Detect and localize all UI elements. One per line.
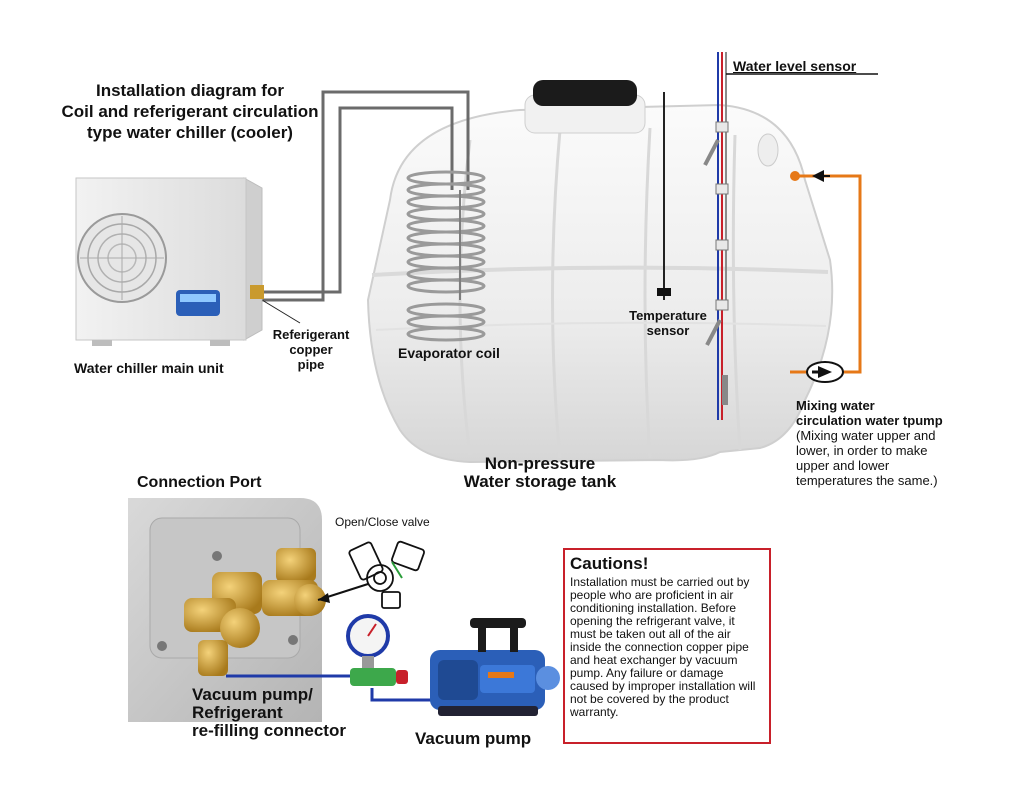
temperature-line-2: sensor [646,323,690,338]
water-level-sensor [703,52,878,420]
water-level-sensor-label: Water level sensor [733,58,857,74]
title-line-2: Coil and referigerant circulation [61,102,319,121]
brass-valves [184,548,326,676]
cautions-box: Cautions! Installation must be carried o… [563,548,771,744]
temperature-sensor [657,92,671,300]
valve-pointer [317,583,369,603]
mixing-desc-line-4: temperatures the same.) [796,473,938,488]
tank-line-2: Water storage tank [463,472,617,491]
storage-tank-label: Non-pressure Water storage tank [440,455,640,491]
evaporator-coil-label: Evaporator coil [398,345,500,361]
refrigerant-hose [226,674,445,702]
mixing-title-line-1: Mixing water [796,398,875,413]
copper-pipe-line-1: Referigerant [272,327,350,342]
vacuum-pump-unit [430,618,560,716]
title-line-1: Installation diagram for [96,81,284,100]
red-valve-knob [396,670,408,684]
mixing-desc-line-3: upper and lower [796,458,890,473]
mixing-title-line-2: circulation water tpump [796,413,943,428]
cautions-heading: Cautions! [570,554,649,573]
diagram-title: Installation diagram for Coil and referi… [40,80,340,143]
evaporator-coil [406,170,486,342]
chiller-main-unit [75,177,264,346]
vacuum-connector-line-3: re-filling connector [192,721,346,740]
open-close-valve-label: Open/Close valve [335,515,430,529]
mixing-desc-line-1: (Mixing water upper and [796,428,936,443]
pipe-connector-line [261,299,301,324]
mixing-pump [806,361,844,383]
copper-pipe-line-2: copper [289,342,333,357]
mixing-desc-line-2: lower, in order to make [796,443,928,458]
refrigerant-copper-pipe [262,90,470,302]
copper-pipe-label: Referigerant copper pipe [266,327,356,372]
water-storage-tank [366,80,834,464]
vacuum-pump-label: Vacuum pump [415,729,532,748]
temperature-sensor-label: Temperature sensor [613,308,723,338]
copper-pipe-line-3: pipe [297,357,325,372]
cautions-text: Installation must be carried out by peop… [570,575,756,719]
vacuum-connector-label: Vacuum pump/ Refrigerant re-filling conn… [192,686,346,740]
mixing-pump-description: (Mixing water upper and lower, in order … [796,428,938,488]
connection-port-label: Connection Port [137,474,262,491]
tank-line-1: Non-pressure [484,454,596,473]
mixing-pump-title: Mixing water circulation water tpump [796,398,943,428]
open-close-valve-drawing [348,540,425,609]
vacuum-connector-line-2: Refrigerant [192,703,283,722]
temperature-line-1: Temperature [629,308,707,323]
title-line-3: type water chiller (cooler) [87,123,293,142]
main-unit-label: Water chiller main unit [74,360,224,376]
vacuum-connector-line-1: Vacuum pump/ [192,685,313,704]
pressure-gauge [346,614,396,686]
